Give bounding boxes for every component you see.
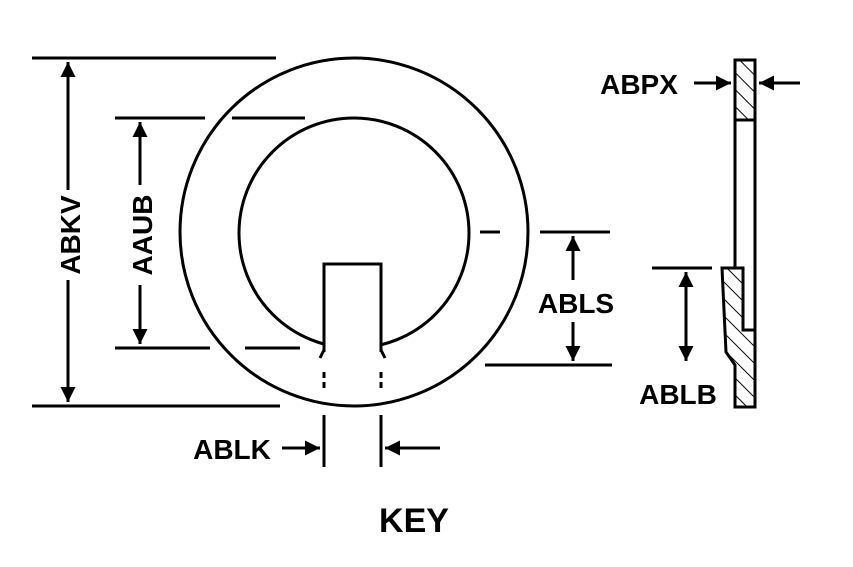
label-abkv: ABKV xyxy=(55,195,86,275)
key-tab xyxy=(322,262,383,352)
dimension-ablk: ABLK xyxy=(193,415,440,467)
label-aaub: AAUB xyxy=(127,195,158,276)
outer-circle xyxy=(178,56,530,408)
dimension-abkv: ABKV xyxy=(32,56,280,408)
dimension-abpx: ABPX xyxy=(600,69,800,100)
label-abls: ABLS xyxy=(538,288,614,319)
dimension-ablb: ABLB xyxy=(639,266,717,410)
label-ablb: ABLB xyxy=(639,379,717,410)
washer-front-view xyxy=(178,56,530,408)
label-ablk: ABLK xyxy=(193,434,271,465)
label-abpx: ABPX xyxy=(600,69,678,100)
dimension-abls: ABLS xyxy=(480,230,614,367)
diagram-title: KEY xyxy=(379,502,449,540)
dimension-aaub: AAUB xyxy=(115,116,305,350)
washer-side-profile xyxy=(720,58,757,409)
